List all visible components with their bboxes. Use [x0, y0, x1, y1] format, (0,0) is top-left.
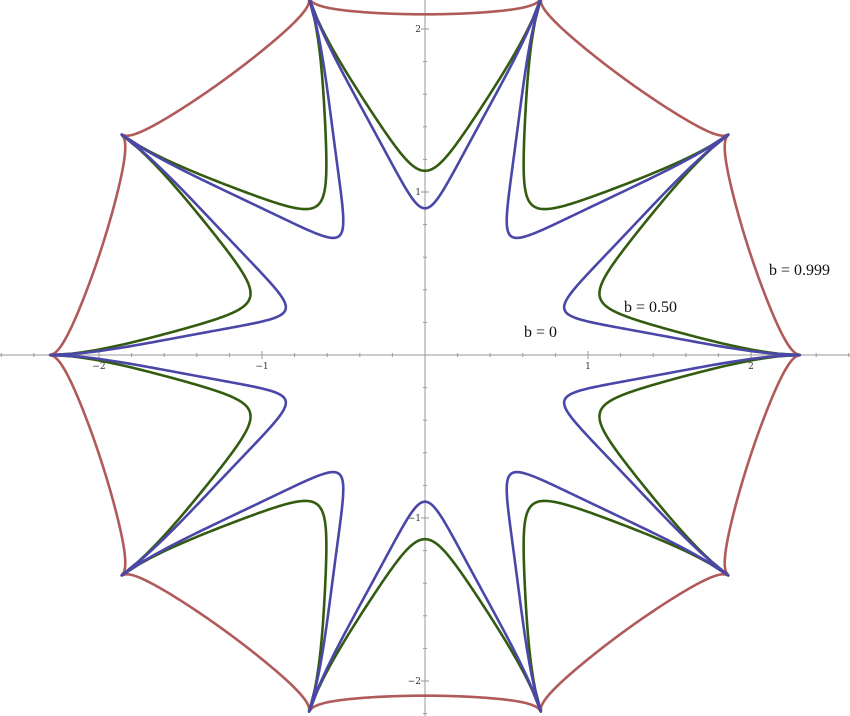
- series-label: b = 0.50: [624, 299, 677, 316]
- x-tick-label: 2: [748, 362, 754, 372]
- series-label: b = 0.999: [769, 262, 830, 279]
- y-tick-label: 2: [415, 25, 421, 35]
- curve-labels: b = 0.999 b = 0.50 b = 0: [524, 262, 830, 341]
- y-tick-label: −1: [408, 514, 421, 524]
- series-label: b = 0: [524, 324, 557, 341]
- series-line: [48, 0, 802, 713]
- y-tick-label: 1: [415, 188, 421, 198]
- x-tick-label: 1: [585, 362, 591, 372]
- curves: [48, 0, 802, 713]
- x-tick-label: −1: [255, 362, 268, 372]
- y-tick-label: −2: [408, 677, 421, 687]
- x-tick-label: −2: [92, 362, 105, 372]
